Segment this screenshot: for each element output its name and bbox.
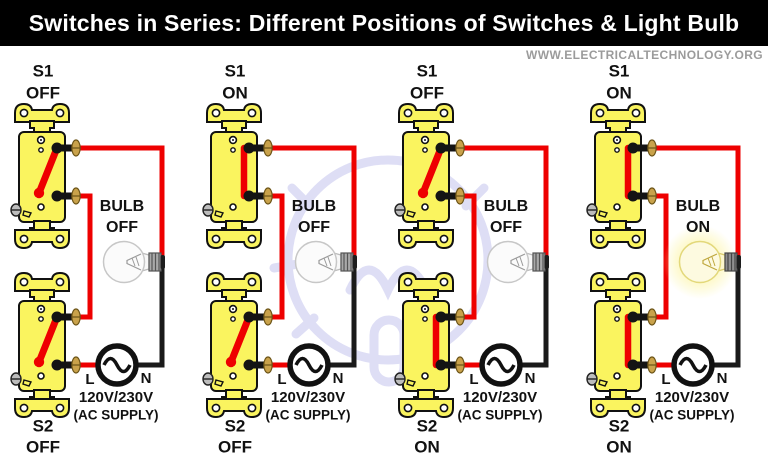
- voltage-label: 120V/230V: [463, 389, 537, 406]
- s1-state: ON: [222, 83, 248, 102]
- ac-source-symbol: [290, 346, 328, 384]
- title-bar: Switches in Series: Different Positions …: [0, 0, 768, 46]
- supply-label: (AC SUPPLY): [457, 408, 542, 423]
- live-terminal-label: L: [85, 371, 94, 388]
- neutral-terminal-label: N: [333, 370, 344, 387]
- circuit-panel-3: S1 OFF BULB OFF L N 120V/230V (AC SUPPLY…: [394, 61, 576, 456]
- wire-neutral-bulb-to-source: [328, 260, 357, 368]
- voltage-label: 120V/230V: [655, 389, 729, 406]
- s2-label: S2: [417, 416, 438, 435]
- switch-s2-graphic: [394, 272, 466, 418]
- bulb-state: ON: [686, 219, 710, 236]
- light-bulb-icon: [488, 242, 550, 283]
- wire-s1-to-s2: [78, 193, 93, 320]
- ac-source-symbol: [482, 346, 520, 384]
- wire-live-s1-to-bulb: [78, 145, 165, 262]
- neutral-terminal-label: N: [141, 370, 152, 387]
- s2-label: S2: [33, 416, 54, 435]
- s2-label: S2: [225, 416, 246, 435]
- s2-state: ON: [606, 437, 632, 456]
- s2-state: ON: [414, 437, 440, 456]
- ac-source-symbol: [98, 346, 136, 384]
- voltage-label: 120V/230V: [271, 389, 345, 406]
- website-watermark: WWW.ELECTRICALTECHNOLOGY.ORG: [526, 48, 763, 62]
- bulb-state: OFF: [298, 219, 330, 236]
- neutral-terminal-label: N: [717, 370, 728, 387]
- switch-s1-graphic: [202, 103, 274, 249]
- light-bulb-icon: [104, 242, 166, 283]
- wire-neutral-bulb-to-source: [136, 260, 165, 368]
- s1-label: S1: [225, 61, 246, 80]
- s2-state: OFF: [26, 437, 60, 456]
- wire-live-s1-to-bulb: [270, 145, 357, 262]
- s1-label: S1: [33, 61, 54, 80]
- ac-source-symbol: [674, 346, 712, 384]
- bulb-state: OFF: [106, 219, 138, 236]
- wire-neutral-bulb-to-source: [712, 260, 741, 368]
- neutral-terminal-label: N: [525, 370, 536, 387]
- circuit-panel-2: S1 ON BULB OFF L N 120V/230V (AC SUPPLY)…: [202, 61, 384, 456]
- wire-live-s1-to-bulb: [462, 145, 549, 262]
- circuit-panel-1: S1 OFF BULB OFF L N 120V/230V (AC SUPPLY…: [10, 61, 192, 456]
- voltage-label: 120V/230V: [79, 389, 153, 406]
- wire-neutral-bulb-to-source: [520, 260, 549, 368]
- s2-state: OFF: [218, 437, 252, 456]
- supply-label: (AC SUPPLY): [649, 408, 734, 423]
- wire-s1-to-s2: [270, 193, 285, 320]
- s2-label: S2: [609, 416, 630, 435]
- switch-s2-graphic: [586, 272, 658, 418]
- switch-s1-graphic: [586, 103, 658, 249]
- s1-label: S1: [609, 61, 630, 80]
- bulb-state: OFF: [490, 219, 522, 236]
- live-terminal-label: L: [277, 371, 286, 388]
- s1-state: OFF: [410, 83, 444, 102]
- bulb-label: BULB: [484, 198, 528, 215]
- live-terminal-label: L: [469, 371, 478, 388]
- bulb-label: BULB: [676, 198, 720, 215]
- s1-state: OFF: [26, 83, 60, 102]
- supply-label: (AC SUPPLY): [73, 408, 158, 423]
- bulb-label: BULB: [100, 198, 144, 215]
- circuit-panel-4: S1 ON BULB ON L N 120V/230V (AC SUPPLY) …: [586, 61, 742, 456]
- wire-s1-to-s2: [462, 193, 477, 320]
- supply-label: (AC SUPPLY): [265, 408, 350, 423]
- bulb-label: BULB: [292, 198, 336, 215]
- s1-label: S1: [417, 61, 438, 80]
- page-title: Switches in Series: Different Positions …: [28, 9, 740, 36]
- s1-state: ON: [606, 83, 632, 102]
- light-bulb-icon: [296, 242, 358, 283]
- live-terminal-label: L: [661, 371, 670, 388]
- diagram-panels: S1 OFF BULB OFF L N 120V/230V (AC SUPPLY…: [0, 46, 768, 461]
- wire-live-s1-to-bulb: [654, 145, 741, 262]
